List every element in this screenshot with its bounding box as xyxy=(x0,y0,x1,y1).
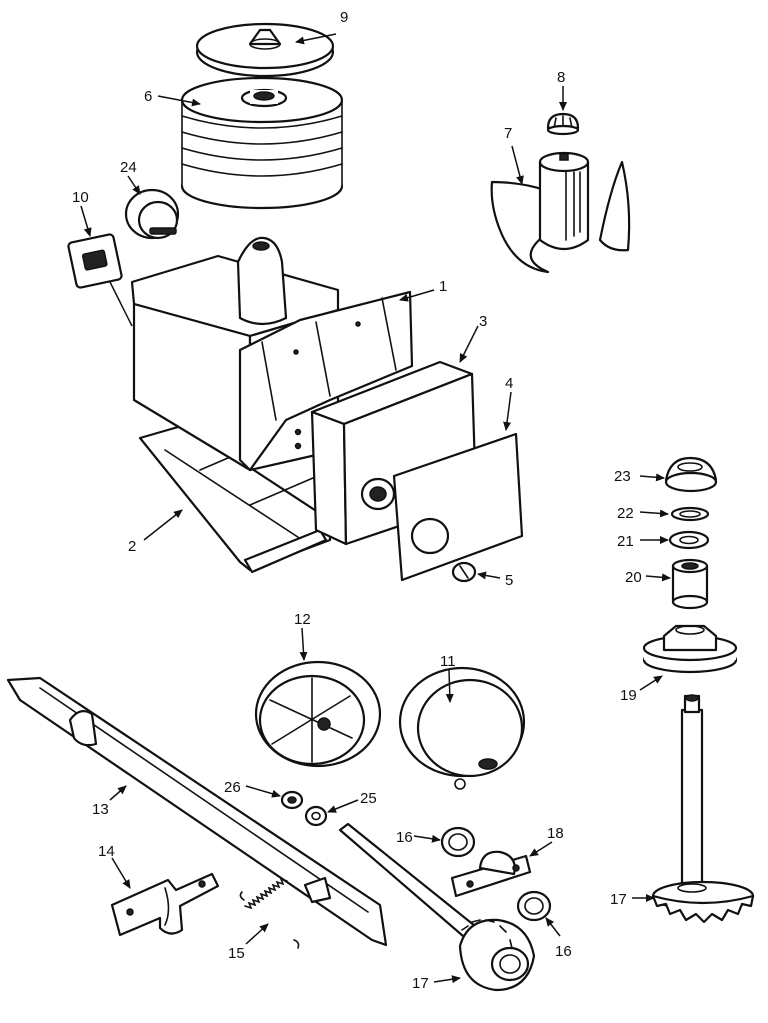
callout-labels: 1 2 3 4 5 6 7 8 9 10 11 12 13 14 15 16 1… xyxy=(72,9,642,992)
access-panel-part xyxy=(392,432,524,582)
callout-25: 25 xyxy=(360,790,377,807)
callout-24: 24 xyxy=(120,159,137,176)
callout-19: 19 xyxy=(620,687,637,704)
callout-11: 11 xyxy=(440,653,456,670)
sleeve-part xyxy=(671,558,709,610)
callout-8: 8 xyxy=(557,69,565,86)
washer-part xyxy=(668,530,710,550)
callout-20: 20 xyxy=(625,569,642,586)
cap-part xyxy=(546,112,580,136)
callout-17-right: 17 xyxy=(610,891,627,908)
small-washer-part xyxy=(304,805,328,827)
bushing-part xyxy=(124,188,180,240)
nut-part xyxy=(280,790,304,810)
callout-16-lower: 16 xyxy=(555,943,572,960)
switch-part xyxy=(67,233,123,289)
leader-lines xyxy=(80,33,671,984)
callout-18: 18 xyxy=(547,825,564,842)
knob-part xyxy=(451,561,477,583)
pulley-stack-part xyxy=(180,76,344,210)
callout-4: 4 xyxy=(505,375,513,392)
vertical-shaft-gear-part xyxy=(651,694,755,924)
callout-17-bottom: 17 xyxy=(412,975,429,992)
callout-13: 13 xyxy=(92,801,109,818)
callout-14: 14 xyxy=(98,843,115,860)
drum-wheel-part xyxy=(254,660,382,768)
callout-16-upper: 16 xyxy=(396,829,413,846)
callout-12: 12 xyxy=(294,611,311,628)
callout-5: 5 xyxy=(505,572,513,589)
callout-2: 2 xyxy=(128,538,136,555)
callout-6: 6 xyxy=(144,88,152,105)
bearing-block-part xyxy=(450,850,532,898)
bearing-ring-part-lower xyxy=(516,890,552,922)
main-housing-part xyxy=(130,236,414,472)
hub-nut-part xyxy=(642,624,738,674)
callout-7: 7 xyxy=(504,125,512,142)
blade-part xyxy=(490,151,631,274)
callout-10: 10 xyxy=(72,189,89,206)
cam-disc-part xyxy=(398,666,526,790)
tine-bar-part xyxy=(6,676,388,947)
spring-part xyxy=(239,877,300,949)
callout-26: 26 xyxy=(224,779,241,796)
callout-1: 1 xyxy=(439,278,447,295)
snap-ring-part xyxy=(670,506,710,522)
dome-cap-part xyxy=(664,456,718,493)
callout-22: 22 xyxy=(617,505,634,522)
callout-21: 21 xyxy=(617,533,634,550)
callout-23: 23 xyxy=(614,468,631,485)
disc-cover-part xyxy=(195,22,335,78)
callout-15: 15 xyxy=(228,945,245,962)
bearing-ring-part xyxy=(440,826,476,858)
horizontal-shaft-gear-part xyxy=(338,822,536,992)
callout-3: 3 xyxy=(479,313,487,330)
bracket-part xyxy=(110,872,220,937)
callout-9: 9 xyxy=(340,9,348,26)
